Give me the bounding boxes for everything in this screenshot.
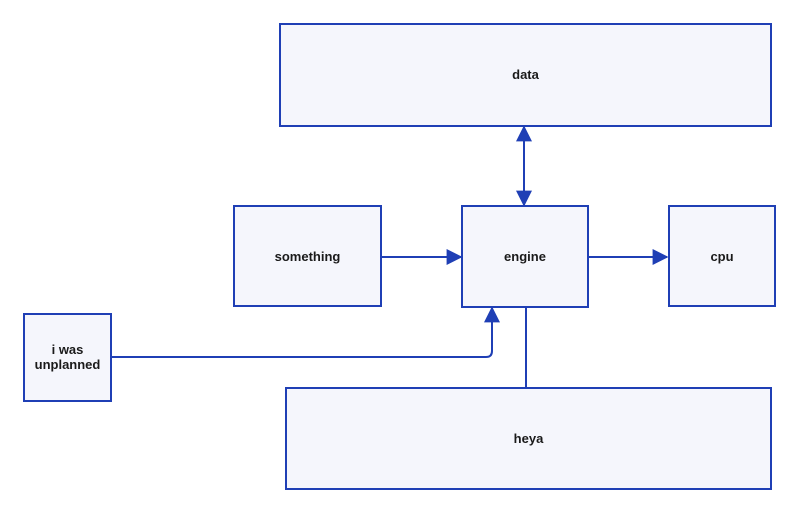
node-heya[interactable]: heya — [285, 387, 772, 490]
node-unplanned-label-line1: i was — [52, 342, 84, 357]
node-data-label: data — [512, 67, 540, 82]
node-cpu-label: cpu — [710, 249, 733, 264]
node-engine-label: engine — [504, 249, 546, 264]
node-something[interactable]: something — [233, 205, 382, 307]
node-something-label: something — [275, 249, 341, 264]
node-cpu[interactable]: cpu — [668, 205, 776, 307]
node-unplanned-label-line2: unplanned — [35, 357, 101, 372]
node-heya-label: heya — [514, 431, 544, 446]
node-engine[interactable]: engine — [461, 205, 589, 308]
node-unplanned[interactable]: i was unplanned — [23, 313, 112, 402]
node-data[interactable]: data — [279, 23, 772, 127]
edge-unplanned-engine — [111, 306, 500, 358]
